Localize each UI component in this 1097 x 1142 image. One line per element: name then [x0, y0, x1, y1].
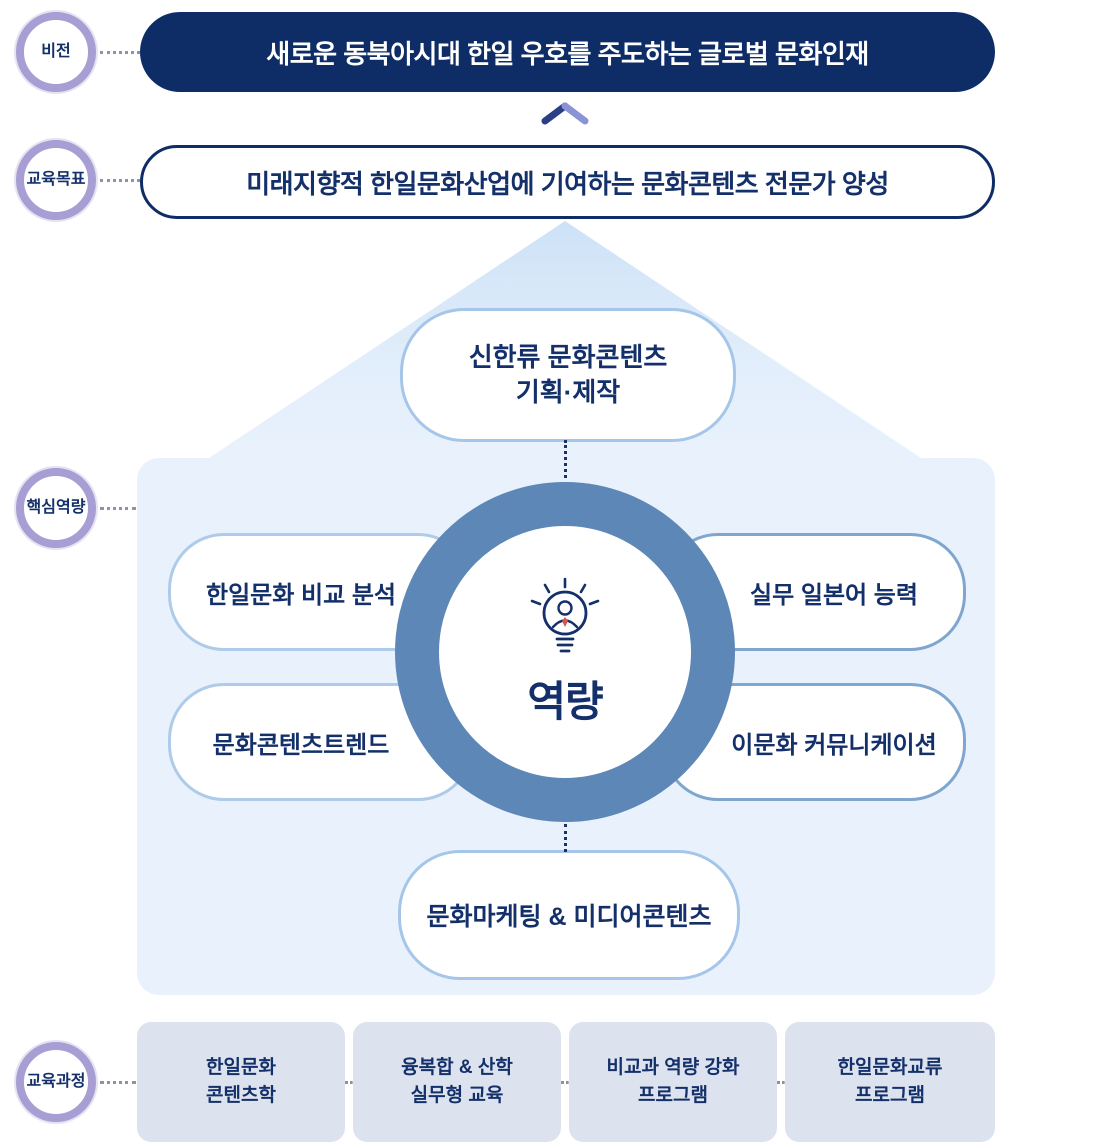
curriculum-leader-line — [100, 1081, 136, 1084]
competency-pill-bottom: 문화마케팅 & 미디어콘텐츠 — [398, 850, 740, 980]
curriculum-box-4: 한일문화교류 프로그램 — [785, 1022, 995, 1142]
connector-bottom — [564, 824, 567, 852]
competency-badge-label: 핵심역량 — [26, 499, 86, 517]
curriculum-box-3-line2: 프로그램 — [638, 1085, 708, 1106]
competency-pill-right-top-label: 실무 일본어 능력 — [750, 581, 918, 609]
curriculum-box-4-line2: 프로그램 — [855, 1085, 925, 1106]
competency-pill-top-line2: 기획·제작 — [515, 377, 621, 407]
curriculum-box-1: 한일문화 콘텐츠학 — [137, 1022, 345, 1142]
curriculum-box-2: 융복합 & 산학 실무형 교육 — [353, 1022, 561, 1142]
vision-statement: 새로운 동북아시대 한일 우호를 주도하는 글로벌 문화인재 — [140, 12, 995, 92]
connector-top — [564, 440, 567, 478]
lightbulb-person-icon — [523, 575, 607, 666]
vision-leader-line — [100, 51, 140, 54]
vision-statement-text: 새로운 동북아시대 한일 우호를 주도하는 글로벌 문화인재 — [266, 38, 869, 69]
curriculum-box-1-line2: 콘텐츠학 — [206, 1085, 276, 1106]
curriculum-badge-label: 교육과정 — [26, 1073, 86, 1091]
curriculum-box-1-line1: 한일문화 — [206, 1057, 276, 1079]
chevron-up-icon — [541, 100, 589, 126]
curriculum-gap-dots-1 — [345, 1081, 353, 1084]
core-competency-circle: 역량 — [395, 482, 735, 822]
goal-leader-line — [100, 179, 140, 182]
curriculum-badge: 교육과정 — [16, 1042, 96, 1122]
competency-pill-top-line1: 신한류 문화콘텐츠 — [468, 341, 668, 372]
core-competency-label: 역량 — [527, 678, 603, 725]
competency-badge: 핵심역량 — [16, 468, 96, 548]
competency-pill-bottom-label: 문화마케팅 & 미디어콘텐츠 — [426, 903, 712, 931]
curriculum-gap-dots-2 — [561, 1081, 569, 1084]
goal-badge-label: 교육목표 — [26, 171, 86, 189]
curriculum-box-4-line1: 한일문화교류 — [837, 1057, 943, 1079]
competency-pill-left-top-label: 한일문화 비교 분석 — [206, 581, 396, 609]
competency-pill-top: 신한류 문화콘텐츠 기획·제작 — [400, 308, 736, 442]
goal-badge: 교육목표 — [16, 140, 96, 220]
competency-leader-line — [100, 507, 136, 510]
curriculum-box-3-line1: 비교과 역량 강화 — [606, 1057, 740, 1079]
goal-statement: 미래지향적 한일문화산업에 기여하는 문화콘텐츠 전문가 양성 — [140, 145, 995, 219]
vision-badge-label: 비전 — [41, 43, 71, 61]
goal-statement-text: 미래지향적 한일문화산업에 기여하는 문화콘텐츠 전문가 양성 — [246, 168, 889, 199]
curriculum-box-2-line2: 실무형 교육 — [410, 1085, 504, 1106]
curriculum-box-2-line1: 융복합 & 산학 — [401, 1057, 513, 1079]
vision-badge: 비전 — [16, 12, 96, 92]
curriculum-box-3: 비교과 역량 강화 프로그램 — [569, 1022, 777, 1142]
competency-pill-left-bottom-label: 문화콘텐츠트렌드 — [212, 731, 390, 759]
competency-pill-right-bottom-label: 이문화 커뮤니케이션 — [731, 731, 937, 759]
curriculum-gap-dots-3 — [777, 1081, 785, 1084]
